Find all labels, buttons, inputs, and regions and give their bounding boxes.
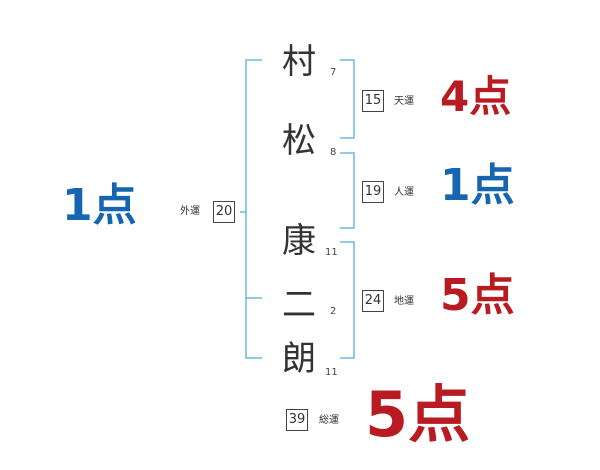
stroke-count-5: 11: [325, 367, 338, 378]
jinkaku-label: 人運: [394, 187, 414, 198]
tenkaku-bracket: [340, 59, 355, 139]
chikaku-label: 地運: [394, 296, 414, 307]
jinkaku-bracket: [340, 152, 355, 229]
chikaku-score: 5点: [440, 270, 515, 321]
name-char-5: 朗: [282, 339, 316, 379]
name-char-2: 松: [282, 121, 316, 161]
soukaku-label: 総運: [319, 415, 339, 426]
outer-bracket: [245, 59, 262, 359]
gaikaku-value-box: 20: [213, 201, 235, 223]
soukaku-score: 5点: [365, 378, 471, 451]
chikaku-bracket: [340, 241, 355, 359]
chikaku-value-box: 24: [362, 290, 384, 312]
stroke-count-3: 11: [325, 247, 338, 258]
jinkaku-score: 1点: [440, 160, 515, 211]
name-char-1: 村: [282, 42, 316, 82]
tenkaku-value-box: 15: [362, 90, 384, 112]
soukaku-value-box: 39: [286, 409, 308, 431]
stroke-count-1: 7: [330, 67, 337, 78]
name-char-3: 康: [282, 221, 316, 261]
gaikaku-label: 外運: [180, 206, 200, 217]
stroke-count-4: 2: [330, 306, 337, 317]
tenkaku-label: 天運: [394, 96, 414, 107]
stroke-count-2: 8: [330, 147, 337, 158]
gaikaku-score: 1点: [62, 180, 137, 231]
jinkaku-value-box: 19: [362, 181, 384, 203]
tenkaku-score: 4点: [440, 72, 512, 121]
name-char-4: 二: [282, 285, 316, 325]
